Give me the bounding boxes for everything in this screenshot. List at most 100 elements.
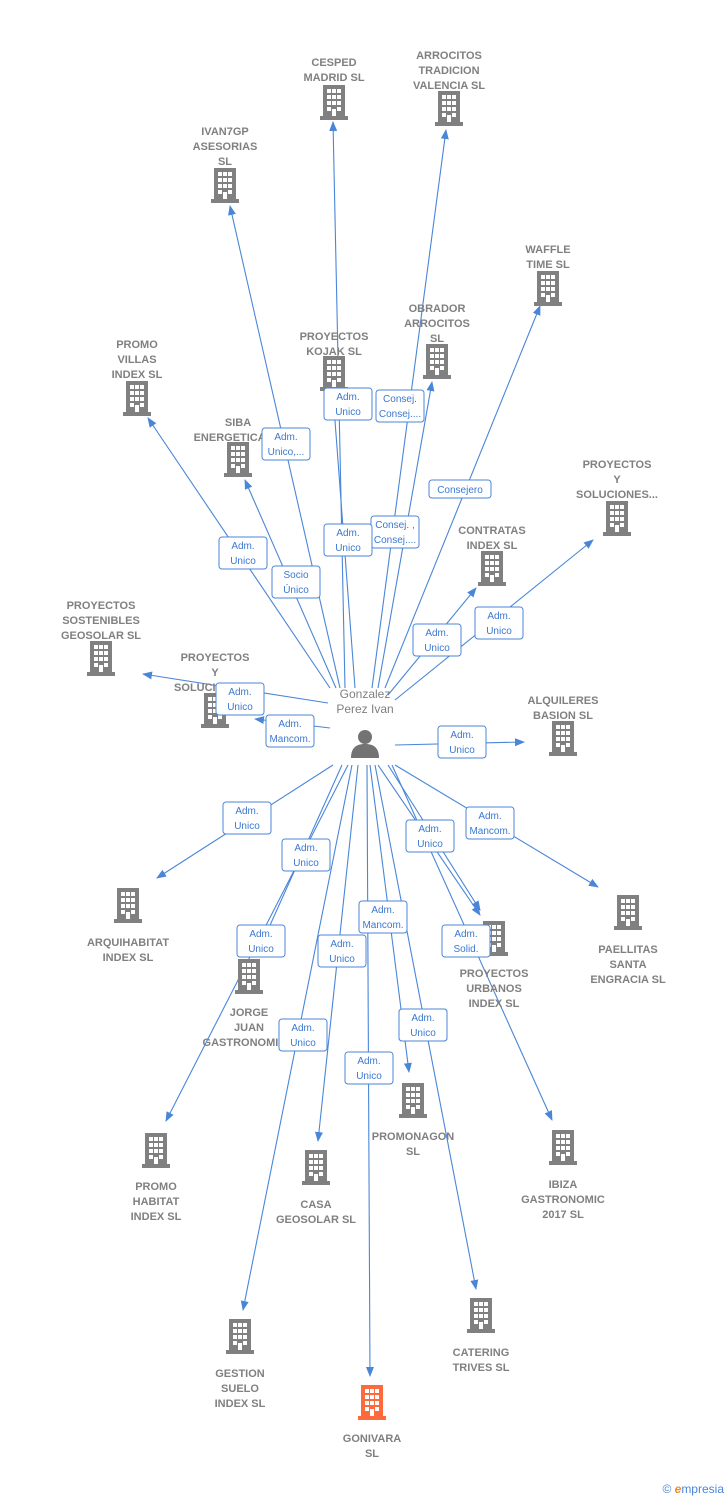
role-label-catering[interactable]: Adm.Unico [398, 1008, 448, 1042]
company-label: INDEX SL [467, 540, 518, 552]
role-text: Socio [283, 570, 308, 581]
role-label-alquileres[interactable]: Adm.Unico [437, 725, 487, 759]
building-icon [320, 85, 348, 120]
role-text: Adm. [478, 811, 501, 822]
company-label: ARROCITOS [404, 318, 470, 330]
role-label-cesped[interactable]: Adm.Unico [323, 387, 373, 421]
company-node-proy-sol-1[interactable]: PROYECTOSYSOLUCIONES... [576, 459, 658, 536]
role-label-proy-sol-2[interactable]: Adm.Mancom. [265, 714, 315, 748]
role-box [281, 838, 331, 872]
company-label: URBANOS [466, 983, 522, 995]
building-icon [478, 551, 506, 586]
company-label: IBIZA [549, 1179, 578, 1191]
company-label: GASTRONOMIC [521, 1194, 605, 1206]
role-text: Único [283, 583, 309, 596]
role-box [441, 924, 491, 958]
role-label-kojak[interactable]: Adm.Unico [323, 523, 373, 557]
role-label-promo-habitat[interactable]: Adm.Unico [236, 924, 286, 958]
role-box [265, 714, 315, 748]
company-label: OBRADOR [409, 303, 466, 315]
copyright-symbol: © [662, 1482, 672, 1496]
role-label-jorge-juan[interactable]: Adm.Unico [281, 838, 331, 872]
building-icon [142, 1133, 170, 1168]
company-label: HABITAT [133, 1196, 180, 1208]
role-label-waffle[interactable]: Consejero [428, 479, 492, 499]
role-box [222, 801, 272, 835]
role-label-gestion-suelo[interactable]: Adm.Unico [278, 1018, 328, 1052]
building-icon [603, 501, 631, 536]
role-label-urbanos[interactable]: Adm.Unico [405, 819, 455, 853]
company-node-jorge-juan[interactable]: JORGEJUANGASTRONOMIC... [203, 959, 296, 1049]
role-text: Mancom. [469, 826, 510, 837]
role-text: Unico [329, 954, 355, 965]
company-label: ENGRACIA SL [590, 974, 666, 986]
role-text: Unico,... [268, 447, 305, 458]
role-label-urbanos[interactable]: Adm.Solid. [441, 924, 491, 958]
role-label-proy-sol-1[interactable]: Adm.Unico [474, 606, 524, 640]
role-label-ivan7gp[interactable]: Adm.Unico,... [261, 427, 311, 461]
company-label: 2017 SL [542, 1209, 584, 1221]
role-label-contratas[interactable]: Adm.Unico [412, 623, 462, 657]
company-label: ARQUIHABITAT [87, 937, 169, 949]
role-label-obrador[interactable]: Consej.Consej.... [375, 389, 425, 423]
company-label: KOJAK SL [306, 346, 362, 358]
role-label-arquihabitat[interactable]: Adm.Unico [222, 801, 272, 835]
role-label-casa-geosolar[interactable]: Adm. Unico [317, 934, 367, 968]
company-label: VILLAS [117, 354, 156, 366]
company-label: INDEX SL [215, 1398, 266, 1410]
role-box [317, 934, 367, 968]
role-label-paellitas[interactable]: Adm. Mancom. [465, 806, 515, 840]
role-text: Mancom. [269, 734, 310, 745]
company-label: CONTRATAS [458, 525, 525, 537]
role-box [218, 536, 268, 570]
role-text: Unico [417, 839, 443, 850]
building-icon [614, 895, 642, 930]
role-text: Consejero [437, 485, 483, 496]
company-label: Y [613, 474, 621, 486]
role-label-gonivara[interactable]: Adm.Unico [344, 1051, 394, 1085]
role-box [215, 682, 265, 716]
role-text: Consej.... [374, 535, 416, 546]
building-icon [358, 1385, 386, 1420]
role-label-sostenibles[interactable]: Adm.Unico [215, 682, 265, 716]
person-icon [351, 730, 379, 758]
role-text: Unico [234, 821, 260, 832]
role-text: Unico [290, 1038, 316, 1049]
role-label-promo-villas[interactable]: Adm.Unico [218, 536, 268, 570]
company-node-ibiza[interactable]: IBIZA GASTRONOMIC 2017 SL [521, 1130, 605, 1221]
role-label-promonagon[interactable]: Adm.Mancom. [358, 900, 408, 934]
brand-watermark: © empresia [662, 1482, 724, 1496]
role-text: Adm. [330, 939, 353, 950]
role-text: Consej. [383, 394, 417, 405]
role-box [437, 725, 487, 759]
role-box [428, 479, 492, 499]
company-label: GEOSOLAR SL [276, 1214, 356, 1226]
company-label: PROYECTOS [67, 600, 136, 612]
role-text: Unico [230, 556, 256, 567]
company-node-contratas[interactable]: CONTRATAS INDEX SL [458, 525, 526, 586]
role-label-arrocitos-tradicion[interactable]: Consej. ,Consej.... [370, 515, 420, 549]
company-label: PROYECTOS [181, 652, 250, 664]
